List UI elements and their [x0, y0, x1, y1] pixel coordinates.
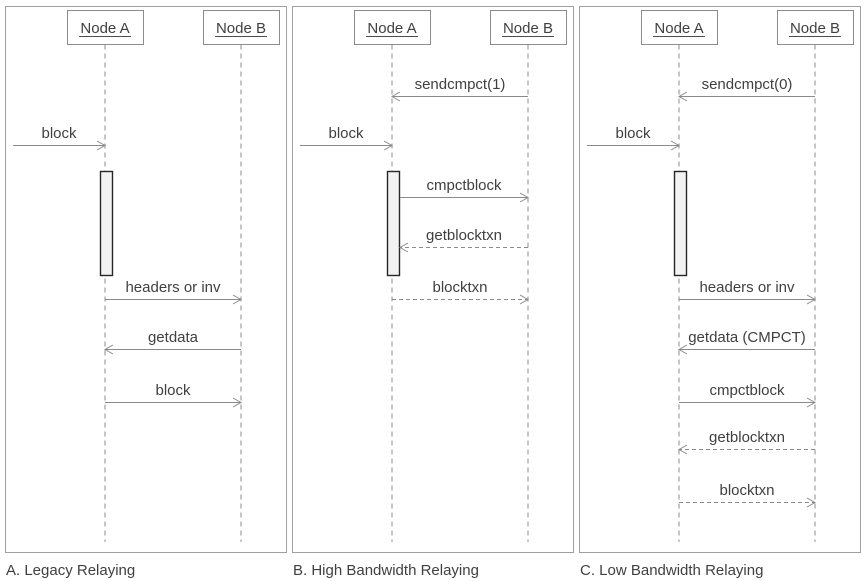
- message-headers-or-inv: headers or inv: [105, 279, 243, 305]
- node-a-box: [641, 10, 718, 45]
- message-label: getblocktxn: [426, 227, 502, 244]
- message-label: blocktxn: [719, 482, 774, 499]
- arrowhead: [383, 140, 394, 151]
- message-label: block: [41, 125, 77, 142]
- message-sendcmpct: sendcmpct(1): [390, 76, 528, 102]
- node-b-box: [203, 10, 280, 45]
- panel-caption: A. Legacy Relaying: [6, 562, 136, 579]
- message-blocktxn: blocktxn: [679, 482, 817, 508]
- panel-high-bandwidth-relaying: Node A Node B sendcmpct(1) block cmpctbl…: [292, 6, 574, 579]
- node-a-label: Node A: [80, 20, 129, 37]
- node-a-label: Node A: [367, 20, 416, 37]
- message-cmpctblock: cmpctblock: [400, 177, 530, 203]
- activation-bar: [386, 170, 401, 277]
- panel-legacy-svg: Node A Node B block headers or inv getda…: [5, 6, 287, 553]
- message-getdata: getdata: [103, 329, 241, 355]
- panel-low-bandwidth-relaying: Node A Node B sendcmpct(0) block headers…: [579, 6, 861, 579]
- arrowhead: [677, 344, 688, 355]
- message-label: block: [615, 125, 651, 142]
- message-sendcmpct: sendcmpct(0): [677, 76, 815, 102]
- message-label: getdata: [148, 329, 199, 346]
- message-block: block: [105, 382, 243, 408]
- arrowhead: [519, 192, 530, 203]
- arrowhead: [232, 294, 243, 305]
- panel-caption: C. Low Bandwidth Relaying: [580, 562, 764, 579]
- node-b-box: [490, 10, 567, 45]
- message-cmpctblock: cmpctblock: [679, 382, 817, 408]
- arrowhead: [519, 294, 530, 305]
- message-headers-or-inv: headers or inv: [679, 279, 817, 305]
- arrowhead: [806, 497, 817, 508]
- message-getblocktxn: getblocktxn: [398, 227, 528, 253]
- message-getblocktxn: getblocktxn: [677, 429, 815, 455]
- arrowhead: [806, 294, 817, 305]
- node-b-label: Node B: [216, 20, 266, 37]
- message-getdata-cmpct: getdata (CMPCT): [677, 329, 815, 355]
- node-b-box: [777, 10, 854, 45]
- panel-high-bandwidth-svg: Node A Node B sendcmpct(1) block cmpctbl…: [292, 6, 574, 553]
- panel-low-bandwidth-svg: Node A Node B sendcmpct(0) block headers…: [579, 6, 861, 553]
- message-label: headers or inv: [699, 279, 795, 296]
- arrowhead: [96, 140, 107, 151]
- message-block-in: block: [13, 125, 107, 151]
- message-label: block: [328, 125, 364, 142]
- message-label: block: [155, 382, 191, 399]
- node-b-label: Node B: [503, 20, 553, 37]
- arrowhead: [677, 91, 688, 102]
- arrowhead: [398, 242, 409, 253]
- message-label: cmpctblock: [426, 177, 502, 194]
- node-b-label: Node B: [790, 20, 840, 37]
- panel-caption: B. High Bandwidth Relaying: [293, 562, 479, 579]
- arrowhead: [677, 444, 688, 455]
- node-a-label: Node A: [654, 20, 703, 37]
- message-label: getblocktxn: [709, 429, 785, 446]
- message-label: getdata (CMPCT): [688, 329, 806, 346]
- node-a-box: [67, 10, 144, 45]
- message-block-in: block: [587, 125, 681, 151]
- arrowhead: [806, 397, 817, 408]
- activation-bar: [99, 170, 114, 277]
- panel-legacy-relaying: Node A Node B block headers or inv getda…: [5, 6, 287, 579]
- message-label: cmpctblock: [709, 382, 785, 399]
- message-label: sendcmpct(0): [702, 76, 793, 93]
- message-blocktxn: blocktxn: [392, 279, 530, 305]
- activation-bar: [673, 170, 688, 277]
- message-label: sendcmpct(1): [415, 76, 506, 93]
- arrowhead: [390, 91, 401, 102]
- panel-frame: [5, 6, 287, 553]
- arrowhead: [232, 397, 243, 408]
- panel-frame: [292, 6, 574, 553]
- panel-frame: [579, 6, 861, 553]
- arrowhead: [103, 344, 114, 355]
- message-label: headers or inv: [125, 279, 221, 296]
- arrowhead: [670, 140, 681, 151]
- message-block-in: block: [300, 125, 394, 151]
- node-a-box: [354, 10, 431, 45]
- message-label: blocktxn: [432, 279, 487, 296]
